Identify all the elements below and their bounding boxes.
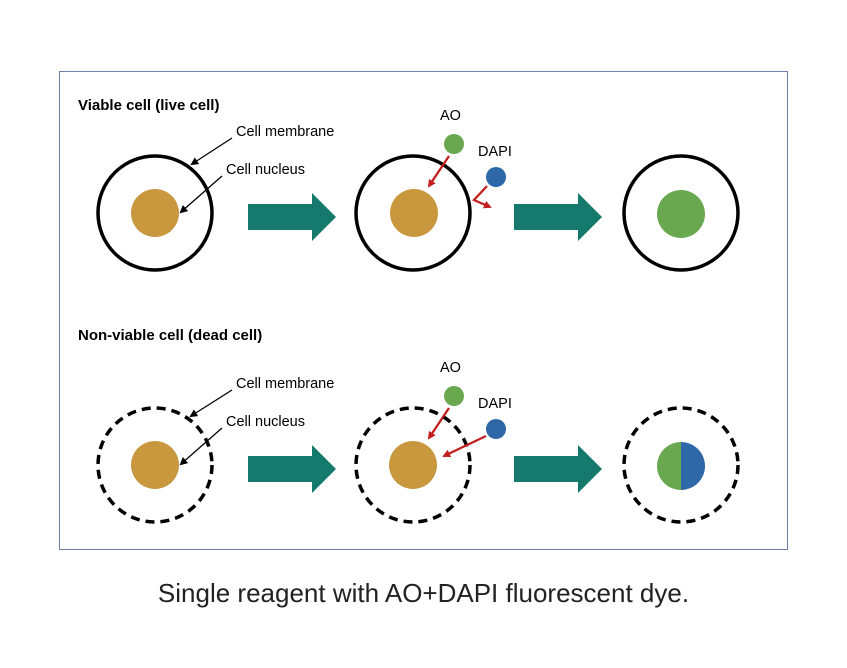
membrane-label: Cell membrane xyxy=(236,376,334,392)
damaged-cell-membrane xyxy=(354,406,472,524)
cell-membrane xyxy=(96,154,214,272)
cell-nucleus xyxy=(389,441,437,489)
membrane-pointer xyxy=(189,389,233,418)
figure-caption: Single reagent with AO+DAPI fluorescent … xyxy=(157,578,690,608)
viable-cell-staining xyxy=(354,154,472,272)
cell-membrane xyxy=(622,154,740,272)
ao-stained-nucleus-half xyxy=(657,442,681,490)
dapi-dye xyxy=(486,167,506,187)
ao-stained-nucleus xyxy=(657,190,705,238)
nucleus-pointer xyxy=(179,175,223,214)
nonviable-cell-result xyxy=(622,406,740,524)
ao-entry-arrow xyxy=(427,155,450,188)
nucleus-pointer xyxy=(179,427,223,466)
dapi-stained-nucleus-half xyxy=(681,442,705,490)
dapi-label: DAPI xyxy=(478,144,512,160)
nucleus-label: Cell nucleus xyxy=(226,162,305,178)
diagram-frame xyxy=(59,71,788,550)
nonviable-section-title: Non-viable cell (dead cell) xyxy=(78,327,262,344)
nonviable-cell-staining xyxy=(354,406,472,524)
damaged-cell-membrane xyxy=(622,406,740,524)
nucleus-label: Cell nucleus xyxy=(226,414,305,430)
damaged-cell-membrane xyxy=(96,406,214,524)
viable-cell-initial xyxy=(96,154,214,272)
viable-cell-result xyxy=(622,154,740,272)
process-arrow xyxy=(248,445,336,493)
nonviable-cell-initial xyxy=(96,406,214,524)
dapi-dye xyxy=(486,419,506,439)
dapi-blocked-arrow xyxy=(472,185,492,209)
membrane-pointer xyxy=(190,137,233,166)
cell-nucleus xyxy=(131,189,179,237)
ao-dye xyxy=(444,386,464,406)
ao-label: AO xyxy=(440,108,461,124)
ao-entry-arrow xyxy=(427,407,450,440)
cell-membrane xyxy=(354,154,472,272)
process-arrow xyxy=(514,445,602,493)
process-arrow xyxy=(248,193,336,241)
dapi-entry-arrow xyxy=(442,434,487,458)
dapi-label: DAPI xyxy=(478,396,512,412)
process-arrow xyxy=(514,193,602,241)
cell-nucleus xyxy=(390,189,438,237)
membrane-label: Cell membrane xyxy=(236,124,334,140)
cell-nucleus xyxy=(131,441,179,489)
ao-label: AO xyxy=(440,360,461,376)
ao-dye xyxy=(444,134,464,154)
viable-section-title: Viable cell (live cell) xyxy=(78,97,219,114)
